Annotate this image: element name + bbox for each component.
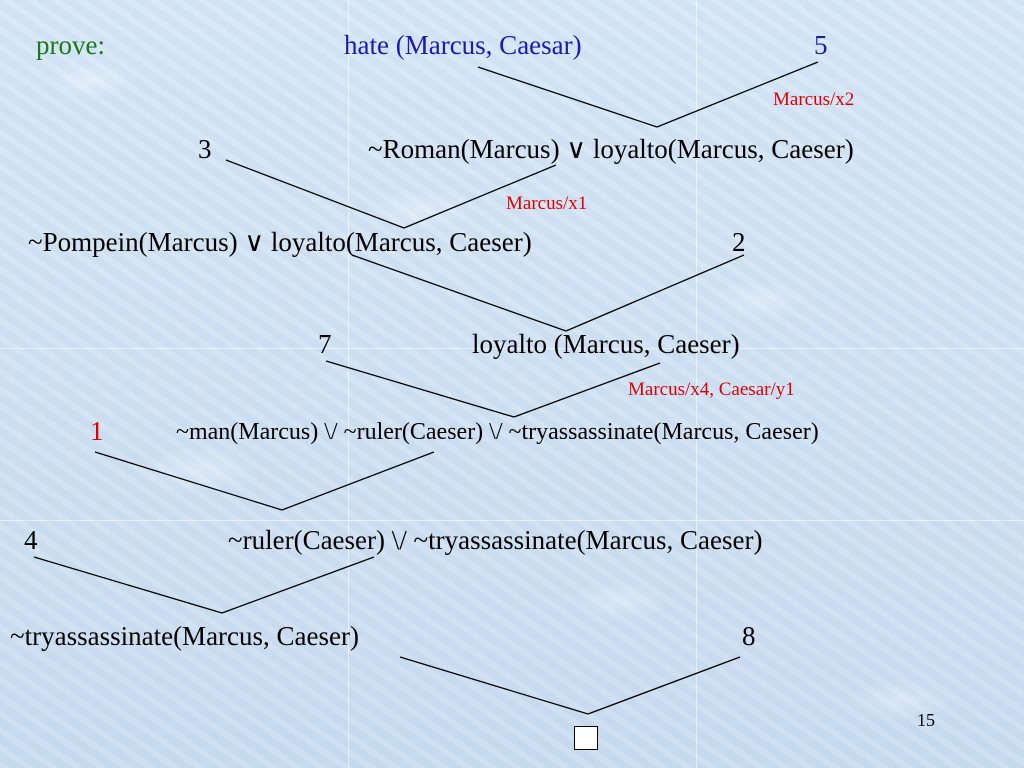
background-tile-seam [348, 0, 349, 768]
clause-number: 1 [90, 416, 104, 446]
clause-number: 2 [732, 227, 746, 257]
background-tile-seam [696, 0, 697, 768]
goal-clause-number: 5 [814, 30, 828, 60]
clause-number: 8 [742, 621, 756, 651]
edge [281, 451, 435, 511]
background-tile-seam [0, 520, 1024, 521]
clause-number: 4 [24, 525, 38, 555]
edge [221, 556, 375, 614]
edge [33, 556, 223, 614]
edge [403, 164, 557, 229]
edge [399, 656, 589, 715]
edge [477, 66, 658, 128]
resolvent-clause: ~tryassassinate(Marcus, Caeser) [10, 621, 359, 651]
edge [325, 360, 515, 418]
substitution-label: Marcus/x1 [506, 193, 588, 214]
prove-label: prove: [36, 30, 105, 60]
edge [351, 254, 567, 332]
edge [225, 159, 405, 229]
resolvent-clause: loyalto (Marcus, Caeser) [472, 329, 740, 359]
clause-number: 7 [318, 329, 332, 359]
background-tile-seam [0, 348, 1024, 349]
clause-number: 3 [198, 134, 212, 164]
substitution-label: Marcus/x2 [773, 89, 855, 110]
substitution-label: Marcus/x4, Caesar/y1 [628, 379, 795, 400]
resolvent-clause: ~man(Marcus) \/ ~ruler(Caeser) \/ ~tryas… [176, 419, 819, 445]
edge [94, 451, 283, 511]
resolvent-clause: ~Roman(Marcus) ∨ loyalto(Marcus, Caeser) [368, 134, 854, 164]
goal-clause: hate (Marcus, Caesar) [344, 30, 582, 60]
edge [656, 61, 819, 128]
slide-page-number: 15 [917, 710, 935, 730]
edge [587, 656, 741, 715]
edge [513, 362, 661, 418]
resolvent-clause: ~Pompein(Marcus) ∨ loyalto(Marcus, Caese… [28, 227, 532, 257]
edge [565, 254, 745, 332]
resolvent-clause: ~ruler(Caeser) \/ ~tryassassinate(Marcus… [228, 525, 763, 555]
empty-clause-box [574, 726, 598, 750]
